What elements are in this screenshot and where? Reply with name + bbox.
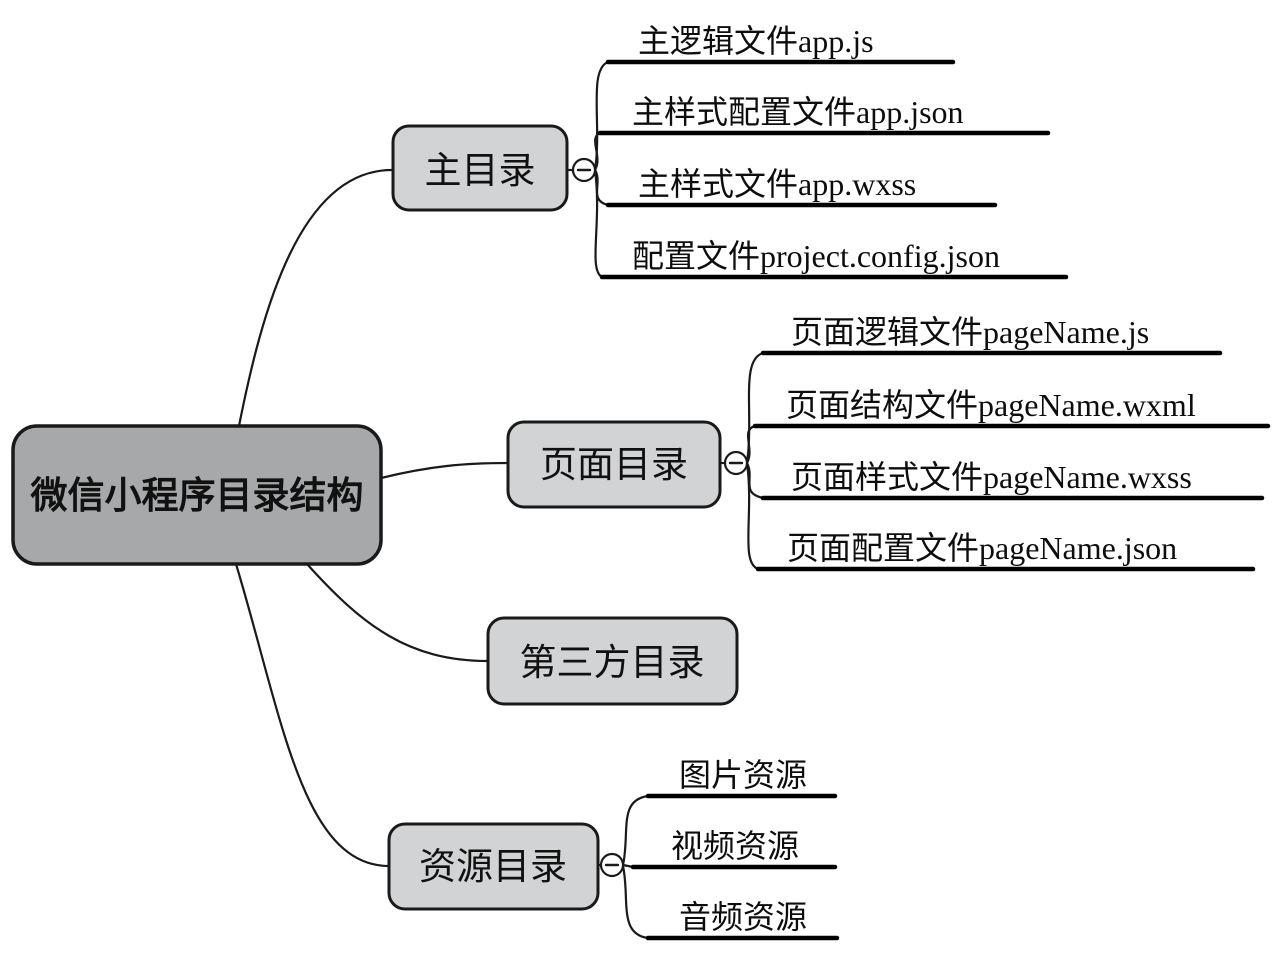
leaf-page-child-1: 页面逻辑文件pageName.js: [760, 314, 1223, 356]
leaf-label-app-js: 主逻辑文件app.js: [638, 23, 874, 59]
branch-node-resource-dir[interactable]: [387, 822, 600, 911]
leaf-label-pagename-wxml: 页面结构文件pageName.wxml: [786, 387, 1196, 423]
connector-root-to-resource-dir: [234, 563, 390, 868]
leaf-label-video-resource: 视频资源: [671, 828, 799, 864]
leaf-label-audio-resource: 音频资源: [679, 899, 807, 935]
leaf-main-child-3: 主样式文件app.wxss: [605, 166, 998, 208]
connector-resource-child-1: [621, 794, 649, 866]
connector-page-child-2: [745, 424, 756, 464]
branch-node-main-dir[interactable]: [391, 124, 569, 212]
root-node-box[interactable]: [11, 424, 383, 566]
leaf-resource-child-1: 图片资源: [645, 757, 838, 799]
leaf-page-child-3: 页面样式文件pageName.wxss: [760, 459, 1265, 501]
leaf-page-child-2: 页面结构文件pageName.wxml: [752, 387, 1271, 429]
leaf-label-pagename-js: 页面逻辑文件pageName.js: [791, 314, 1149, 350]
collapse-minus-icon[interactable]: [599, 852, 625, 878]
branch-label-page-dir: 页面目录: [540, 445, 688, 486]
leaf-label-app-wxss: 主样式文件app.wxss: [638, 166, 916, 202]
branch-node-thirdparty-dir[interactable]: [486, 616, 739, 706]
leaf-main-child-2: 主样式配置文件app.json: [597, 94, 1051, 136]
leaf-label-image-resource: 图片资源: [679, 757, 807, 793]
branch-label-thirdparty-dir: 第三方目录: [520, 642, 705, 684]
leaf-label-pagename-wxss: 页面样式文件pageName.wxss: [791, 459, 1192, 495]
leaf-resource-child-2: 视频资源: [630, 828, 838, 870]
leaf-page-child-4: 页面配置文件pageName.json: [755, 530, 1256, 572]
leaf-label-project-config-json: 配置文件project.config.json: [632, 238, 1000, 274]
leaf-label-app-json: 主样式配置文件app.json: [632, 94, 964, 130]
branch-label-resource-dir: 资源目录: [419, 847, 567, 888]
leaf-resource-child-3: 音频资源: [645, 899, 840, 941]
connector-root-to-page-dir: [380, 461, 509, 480]
collapse-minus-icon[interactable]: [571, 157, 597, 183]
connector-page-child-4: [745, 462, 759, 571]
collapse-minus-icon[interactable]: [723, 450, 749, 476]
branch-node-page-dir[interactable]: [506, 420, 722, 509]
connector-resource-child-3: [621, 865, 649, 940]
leaf-label-pagename-json: 页面配置文件pageName.json: [787, 530, 1177, 566]
root-node-label: 微信小程序目录结构: [30, 475, 364, 516]
connector-root-to-main-dir: [237, 168, 393, 427]
leaf-main-child-1: 主逻辑文件app.js: [605, 23, 956, 65]
connector-main-child-4: [593, 169, 603, 278]
connector-root-to-thirdparty-dir: [306, 563, 489, 663]
connector-main-child-2: [594, 131, 601, 171]
leaf-main-child-4: 配置文件project.config.json: [599, 238, 1069, 280]
branch-label-main-dir: 主目录: [425, 151, 536, 192]
